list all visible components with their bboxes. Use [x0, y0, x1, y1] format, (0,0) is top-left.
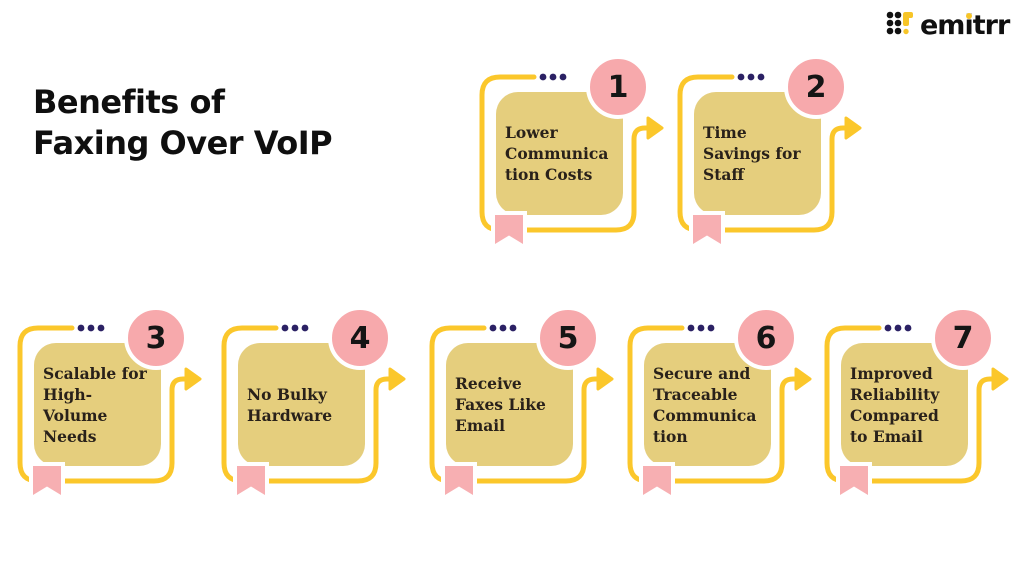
ellipsis-dots-icon [281, 324, 309, 332]
card-label: No Bulky Hardware [247, 384, 333, 425]
arrow-right-icon [184, 367, 202, 391]
emitrr-logo-icon [886, 8, 914, 42]
arrow-right-icon [646, 116, 664, 140]
benefit-card-2: Time Savings for Staff 2 [674, 55, 869, 260]
ellipsis-dots-icon [687, 324, 715, 332]
arrow-right-icon [388, 367, 406, 391]
card-label: Improved Reliability Compared to Email [850, 363, 940, 446]
page-title-line1: Benefits of [33, 83, 225, 121]
card-label: Secure and Traceable Communication [653, 363, 757, 446]
card-number: 2 [805, 69, 827, 105]
bookmark-icon [639, 462, 675, 502]
bookmark-icon [491, 211, 527, 251]
logo-text-post: trr [972, 9, 1011, 41]
arrow-right-icon [844, 116, 862, 140]
benefit-card-7: Improved Reliability Compared to Email 7 [821, 306, 1016, 511]
bookmark-icon [441, 462, 477, 502]
number-badge: 6 [734, 306, 798, 370]
number-badge: 5 [536, 306, 600, 370]
benefit-card-5: Receive Faxes Like Email 5 [426, 306, 621, 511]
card-label: Receive Faxes Like Email [455, 374, 546, 435]
page-title: Benefits of Faxing Over VoIP [33, 82, 333, 164]
logo-text-pre: em [920, 9, 965, 41]
number-badge: 2 [784, 55, 848, 119]
card-number: 1 [607, 69, 629, 105]
ellipsis-dots-icon [489, 324, 517, 332]
benefit-card-1: Lower Communication Costs 1 [476, 55, 671, 260]
arrow-right-icon [794, 367, 812, 391]
card-label: Lower Communication Costs [505, 123, 609, 184]
ellipsis-dots-icon [77, 324, 105, 332]
arrow-right-icon [991, 367, 1009, 391]
bookmark-icon [689, 211, 725, 251]
bookmark-icon [836, 462, 872, 502]
page-title-line2: Faxing Over VoIP [33, 124, 333, 162]
logo-text-i: i [964, 9, 973, 41]
number-badge: 4 [328, 306, 392, 370]
number-badge: 7 [931, 306, 995, 370]
bookmark-icon [233, 462, 269, 502]
card-number: 4 [349, 320, 371, 356]
card-number: 7 [952, 320, 974, 356]
ellipsis-dots-icon [539, 73, 567, 81]
benefit-card-3: Scalable for High-Volume Needs 3 [14, 306, 209, 511]
card-number: 6 [755, 320, 777, 356]
arrow-right-icon [596, 367, 614, 391]
ellipsis-dots-icon [884, 324, 912, 332]
benefit-card-4: No Bulky Hardware 4 [218, 306, 413, 511]
number-badge: 3 [124, 306, 188, 370]
card-number: 3 [145, 320, 167, 356]
benefit-card-6: Secure and Traceable Communication 6 [624, 306, 819, 511]
number-badge: 1 [586, 55, 650, 119]
card-label: Time Savings for Staff [703, 123, 801, 184]
bookmark-icon [29, 462, 65, 502]
card-label: Scalable for High-Volume Needs [43, 363, 147, 446]
ellipsis-dots-icon [737, 73, 765, 81]
card-number: 5 [557, 320, 579, 356]
